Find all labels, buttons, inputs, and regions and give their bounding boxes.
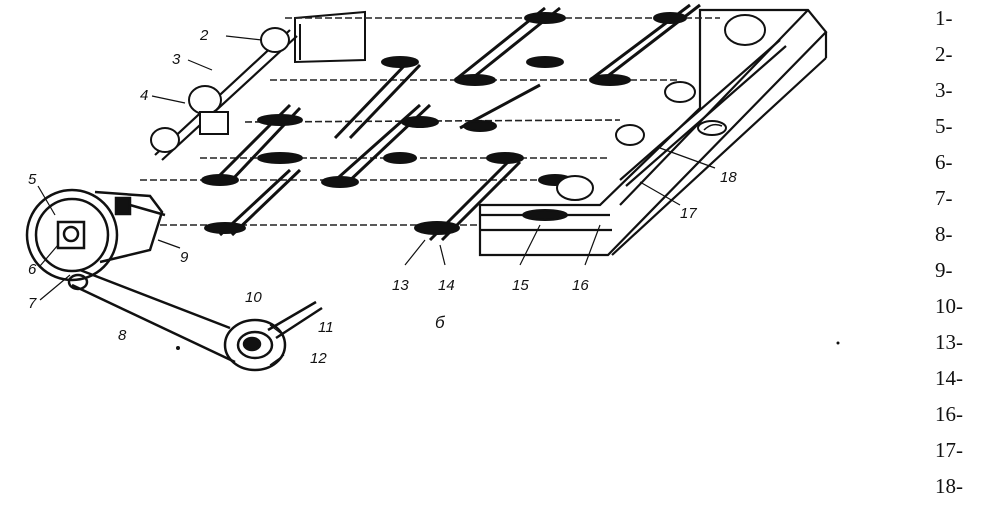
legend-item: 2-: [935, 42, 953, 66]
callout-7: 7: [28, 295, 37, 312]
gear-housing-4: [199, 111, 229, 135]
stray-dot: [836, 341, 840, 345]
legend-item: 9-: [935, 258, 953, 282]
drive-pulley: [25, 188, 166, 282]
figure-sublabel: б: [435, 313, 446, 332]
callout-4: 4: [140, 87, 148, 104]
v-belt: [67, 268, 236, 364]
legend-item: 10-: [935, 294, 963, 318]
legend-item: 1-: [935, 6, 953, 30]
callout-10: 10: [245, 289, 262, 306]
conveyor-mechanism-drawing: 2 3 4 5 6 7 8 9 10 11 12 13 14 15 16 17 …: [25, 3, 840, 372]
callout-3: 3: [172, 51, 181, 68]
callout-15: 15: [512, 277, 529, 294]
legend-item: 8-: [935, 222, 953, 246]
leader-lines: [37, 35, 716, 366]
callout-8: 8: [118, 327, 127, 344]
callout-11: 11: [318, 319, 334, 336]
motor-pulley: [223, 300, 323, 372]
legend-item: 17-: [935, 438, 963, 462]
callout-12: 12: [310, 350, 327, 367]
legend-item: 5-: [935, 114, 953, 138]
chain-link-clusters: [201, 12, 687, 235]
callout-16: 16: [572, 277, 589, 294]
parts-legend: 1- 2- 3- 5- 6- 7- 8- 9- 10- 13- 14- 16- …: [935, 0, 981, 507]
callout-13: 13: [392, 277, 409, 294]
callout-9: 9: [180, 249, 189, 266]
callout-18: 18: [720, 169, 737, 186]
callout-14: 14: [438, 277, 455, 294]
stray-dot: [176, 346, 180, 350]
callout-17: 17: [680, 205, 697, 222]
sprockets: [150, 14, 766, 201]
callout-2: 2: [199, 27, 209, 44]
legend-item: 3-: [935, 78, 953, 102]
legend-item: 13-: [935, 330, 963, 354]
legend-item: 6-: [935, 150, 953, 174]
legend-item: 16-: [935, 402, 963, 426]
callout-5: 5: [28, 171, 37, 188]
legend-item: 7-: [935, 186, 953, 210]
legend-item: 18-: [935, 474, 963, 498]
callout-6: 6: [28, 261, 37, 278]
legend-item: 14-: [935, 366, 963, 390]
top-bracket: [294, 10, 366, 64]
